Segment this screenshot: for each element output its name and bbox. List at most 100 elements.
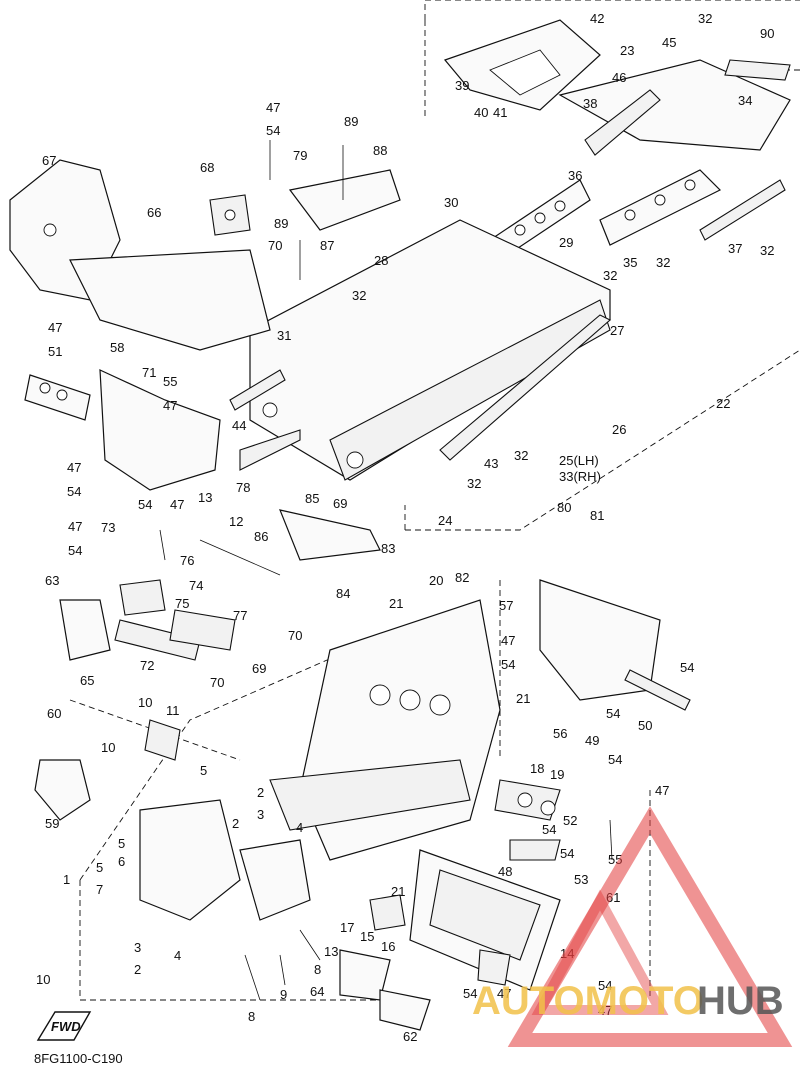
callout-8: 41 (493, 105, 507, 120)
watermark-brand-b: HUB (697, 979, 784, 1023)
callout-55: 13 (198, 490, 212, 505)
callout-2: 32 (698, 11, 712, 26)
callout-21: 87 (320, 238, 334, 253)
callout-73: 21 (389, 596, 403, 611)
dashed-boundaries (69, 0, 800, 1001)
callout-62: 54 (68, 543, 82, 558)
callout-104: 54 (560, 846, 574, 861)
callout-114: 21 (391, 884, 405, 899)
callout-1: 23 (620, 43, 634, 58)
callout-39: 27 (610, 323, 624, 338)
callout-44: 43 (484, 456, 498, 471)
callout-131: 62 (403, 1029, 417, 1044)
callout-105: 1 (63, 872, 70, 887)
callout-38: 47 (163, 398, 177, 413)
callout-80: 65 (80, 673, 94, 688)
callout-91: 56 (553, 726, 567, 741)
tunnel-frame-part (229, 169, 611, 481)
callout-93: 10 (101, 740, 115, 755)
callout-12: 68 (200, 160, 214, 175)
callout-66: 84 (336, 586, 350, 601)
callout-50: 85 (305, 491, 319, 506)
callout-0: 42 (590, 11, 604, 26)
callout-48: 47 (67, 460, 81, 475)
callout-40: 44 (232, 418, 246, 433)
callout-83: 11 (166, 703, 180, 718)
callout-34: 58 (110, 340, 124, 355)
callout-126: 64 (310, 984, 324, 999)
callout-70: 77 (233, 608, 247, 623)
callout-118: 3 (134, 940, 141, 955)
callout-60: 81 (590, 508, 604, 523)
callout-33: 51 (48, 344, 62, 359)
callout-labels: 42 23 32 90 45 46 39 40 41 38 34 67 68 4… (36, 11, 774, 1044)
callout-130: 47 (598, 1003, 612, 1018)
callout-15: 89 (344, 114, 358, 129)
callout-78: 54 (501, 657, 515, 672)
callout-36: 71 (142, 365, 156, 380)
callout-106: 5 (118, 836, 125, 851)
callout-90: 54 (608, 752, 622, 767)
callout-57: 24 (438, 513, 452, 528)
callout-63: 73 (101, 520, 115, 535)
callout-23: 29 (559, 235, 573, 250)
callout-75: 72 (140, 658, 154, 673)
callout-54: 47 (170, 497, 184, 512)
callout-27: 35 (623, 255, 637, 270)
callout-31: 32 (656, 255, 670, 270)
callout-97: 2 (257, 785, 264, 800)
callout-13: 47 (266, 100, 280, 115)
callout-52: 32 (467, 476, 481, 491)
callout-112: 53 (574, 872, 588, 887)
callout-122: 4 (174, 948, 181, 963)
callout-99: 47 (655, 783, 669, 798)
callout-123: 10 (36, 972, 50, 987)
fwd-arrow-icon: FWD (36, 1011, 92, 1041)
callout-103: 4 (296, 820, 303, 835)
callout-25: 70 (268, 238, 282, 253)
callout-121: 2 (134, 962, 141, 977)
callout-51: 69 (333, 496, 347, 511)
callout-74: 57 (499, 598, 513, 613)
left-bracket-parts (24, 369, 221, 491)
callout-87: 50 (638, 718, 652, 733)
callout-29: 32 (760, 243, 774, 258)
callout-88: 60 (47, 706, 61, 721)
callout-132: 8 (248, 1009, 255, 1024)
callout-43: 26 (612, 422, 626, 437)
callout-18: 36 (568, 168, 582, 183)
callout-127: 54 (463, 986, 477, 1001)
callout-76: 70 (288, 628, 302, 643)
callout-85: 21 (516, 691, 530, 706)
callout-49: 54 (67, 484, 81, 499)
callout-108: 48 (498, 864, 512, 879)
callout-100: 52 (563, 813, 577, 828)
callout-56: 86 (254, 529, 268, 544)
callout-58: 83 (381, 541, 395, 556)
callout-26: 32 (603, 268, 617, 283)
lower-rear-parts (339, 779, 561, 1031)
callout-111: 7 (96, 882, 103, 897)
callout-71: 20 (429, 573, 443, 588)
callout-9: 38 (583, 96, 597, 111)
callout-92: 5 (200, 763, 207, 778)
front-frame-part (9, 159, 271, 351)
callout-101: 54 (542, 822, 556, 837)
callout-42: 78 (236, 480, 250, 495)
callout-37: 55 (163, 374, 177, 389)
callout-35: 31 (277, 328, 291, 343)
callout-61: 47 (68, 519, 82, 534)
engine-cradle-part (269, 509, 501, 861)
callout-68: 74 (189, 578, 203, 593)
callout-128: 47 (497, 986, 511, 1001)
right-bumper-part (539, 579, 691, 711)
callout-96: 59 (45, 816, 59, 831)
callout-81: 69 (252, 661, 266, 676)
callout-16: 79 (293, 148, 307, 163)
callout-28: 37 (728, 241, 742, 256)
callout-116: 15 (360, 929, 374, 944)
callout-69: 75 (175, 596, 189, 611)
callout-124: 8 (314, 962, 321, 977)
callout-64: 12 (229, 514, 243, 529)
